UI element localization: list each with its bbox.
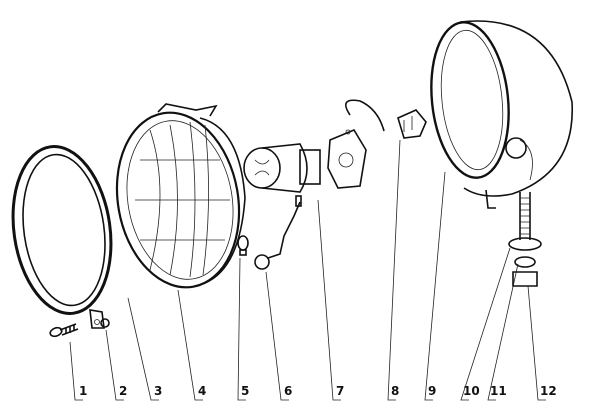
part-bulb-holder — [254, 195, 302, 270]
part-gasket — [327, 99, 385, 189]
part-stud-washer-nut — [508, 192, 542, 287]
part-screw — [49, 323, 79, 338]
callout-6: 6 — [284, 384, 293, 398]
callout-8: 8 — [391, 384, 400, 398]
part-washer — [100, 318, 110, 328]
callout-2: 2 — [119, 384, 128, 398]
callout-5: 5 — [241, 384, 250, 398]
callout-11: 11 — [490, 384, 507, 398]
part-housing — [430, 20, 573, 209]
callout-12: 12 — [540, 384, 557, 398]
callout-10: 10 — [463, 384, 480, 398]
callout-9: 9 — [428, 384, 437, 398]
callout-3: 3 — [154, 384, 163, 398]
part-main-bulb — [243, 143, 321, 193]
part-connector — [397, 109, 427, 139]
callout-1: 1 — [79, 384, 88, 398]
callout-4: 4 — [198, 384, 207, 398]
part-front-rim — [11, 145, 113, 329]
part-reflector-lens — [115, 103, 246, 289]
part-small-bulb — [237, 235, 249, 256]
callout-7: 7 — [336, 384, 345, 398]
leader-lines — [69, 139, 546, 401]
